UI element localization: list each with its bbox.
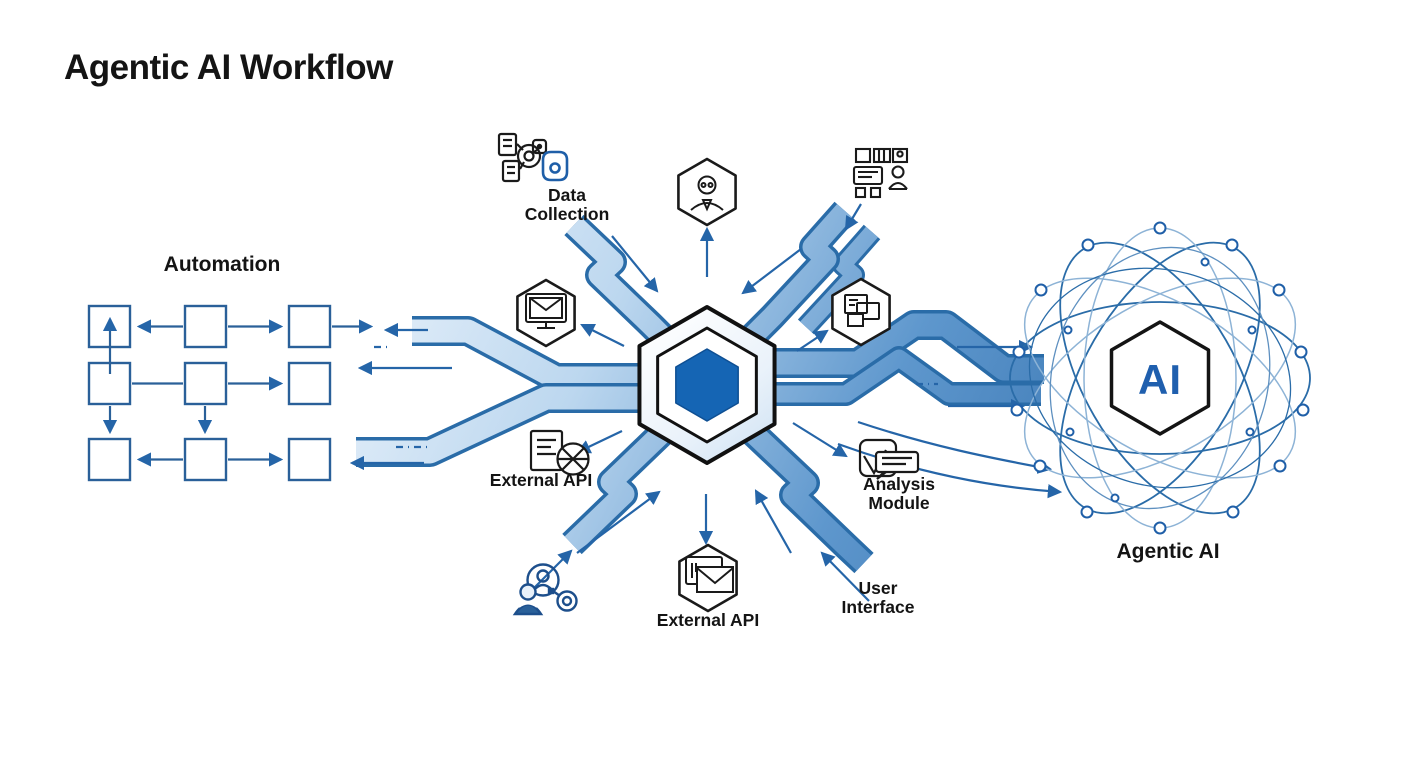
flow-arrows <box>349 203 1063 602</box>
external-api-bottom-node <box>678 543 738 613</box>
sphere-nodes <box>1010 221 1310 535</box>
data-collection-icon <box>497 132 569 183</box>
external-api-left-label: External API <box>490 470 592 490</box>
user-interface-label-2: Interface <box>842 597 915 617</box>
ai-hexagon <box>1109 320 1211 436</box>
process-board-icon <box>852 147 909 199</box>
data-collection-label-1: Data <box>548 185 586 205</box>
mail-monitor-icon <box>525 293 567 329</box>
core-hexagon-fill <box>675 348 739 422</box>
core-hexagon <box>637 305 777 465</box>
stacked-windows-node <box>831 277 891 347</box>
analysis-module-label-2: Module <box>868 493 930 513</box>
automation-label: Automation <box>164 253 281 276</box>
document-api-icon <box>529 429 590 476</box>
mail-monitor-node <box>516 278 576 348</box>
page-title: Agentic AI Workflow <box>64 48 393 87</box>
camera-lens-icon <box>541 150 569 182</box>
external-api-bottom-label: External API <box>657 610 759 630</box>
data-collection-label-2: Collection <box>525 204 610 224</box>
user-network-icon <box>512 563 578 616</box>
ai-core-label: AI <box>1138 356 1182 403</box>
mail-browser-icon <box>685 556 734 593</box>
stacked-windows-icon <box>844 294 880 327</box>
assistant-person-icon <box>690 175 724 212</box>
automation-grid <box>87 304 374 482</box>
agentic-ai-sphere: AI <box>1009 221 1311 535</box>
assistant-node <box>677 157 737 227</box>
ribbon-bands <box>356 201 1044 574</box>
node-labels: Data Collection External API Analysis Mo… <box>490 185 935 630</box>
agentic-ai-label: Agentic AI <box>1116 540 1219 563</box>
analysis-module-label-1: Analysis <box>863 474 935 494</box>
user-interface-label-1: User <box>859 578 898 598</box>
analysis-chat-icon <box>858 438 920 480</box>
